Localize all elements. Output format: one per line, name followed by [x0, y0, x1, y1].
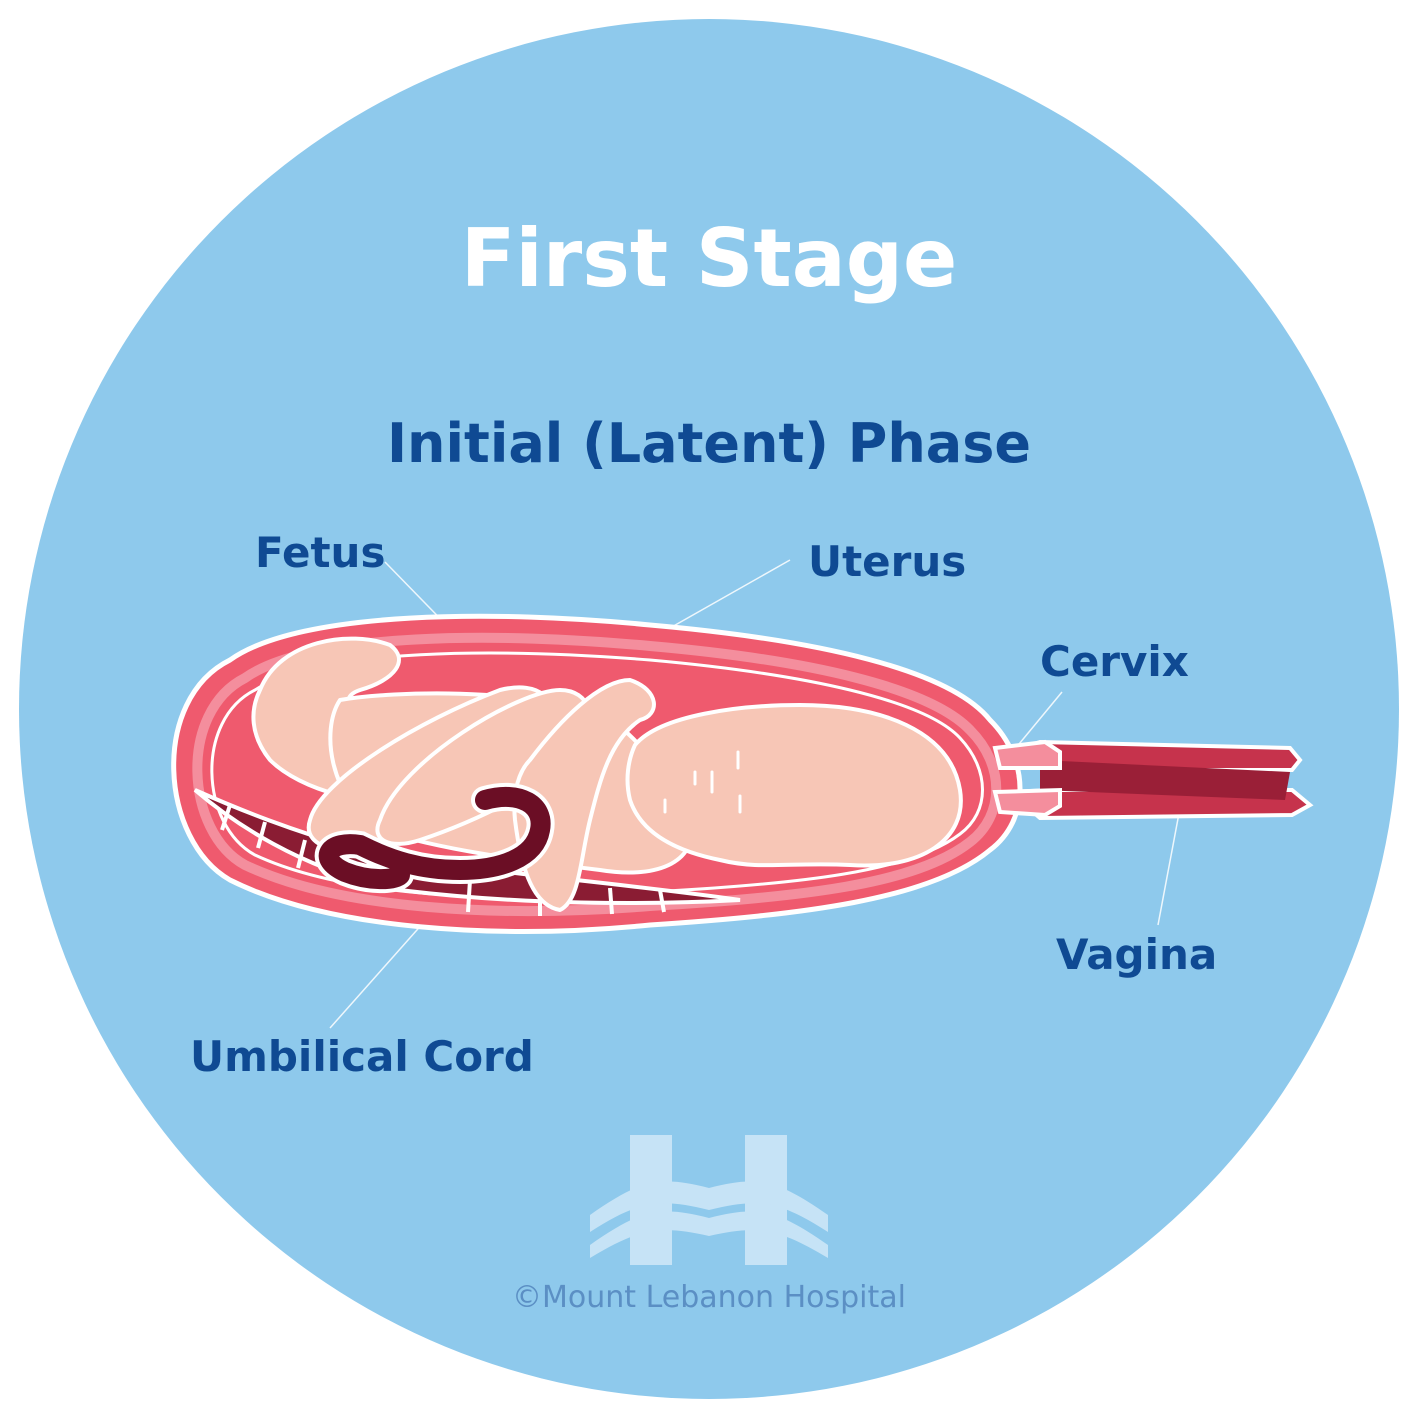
- hospital-logo-icon: [590, 1135, 828, 1265]
- vagina-leader-line: [1157, 807, 1181, 926]
- label-cervix: Cervix: [1040, 637, 1189, 686]
- placenta-segments: [220, 804, 666, 916]
- page-title: First Stage: [460, 212, 958, 305]
- label-fetus: Fetus: [255, 528, 386, 577]
- fetus-face-details: [663, 750, 742, 814]
- copyright-text: ©Mount Lebanon Hospital: [512, 1280, 906, 1315]
- umbilical-cord-inner: [318, 786, 551, 890]
- label-umbilical-cord: Umbilical Cord: [190, 1032, 534, 1081]
- fetus-head: [625, 703, 963, 868]
- uterus-lining: [192, 632, 1002, 916]
- fetus-forearm: [512, 678, 656, 912]
- label-vagina: Vagina: [1056, 930, 1218, 979]
- page-subtitle: Initial (Latent) Phase: [386, 412, 1032, 475]
- cervix-shape: [992, 739, 1062, 818]
- label-uterus: Uterus: [808, 537, 967, 586]
